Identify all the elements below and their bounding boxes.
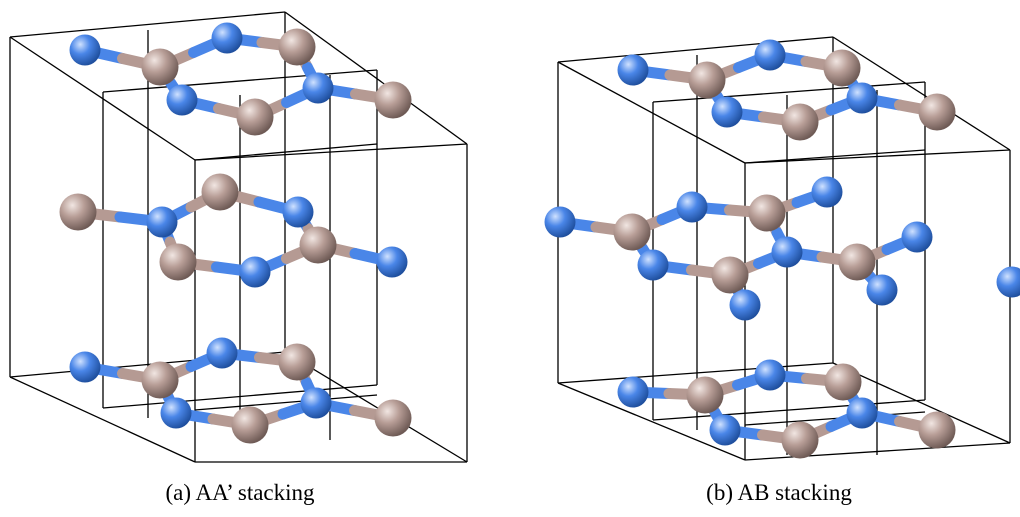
boron-atom [838, 243, 876, 281]
hbn-layer [544, 176, 1020, 321]
boron-atom [688, 61, 726, 99]
hbn-layer [617, 39, 956, 141]
cell-edge [194, 394, 378, 411]
cell-edge [744, 411, 926, 426]
nitrogen-atom [676, 191, 708, 223]
boron-atom [748, 194, 786, 232]
boron-atom [374, 399, 412, 437]
boron-atom [278, 343, 316, 381]
nitrogen-atom [376, 246, 408, 278]
boron-atom [781, 421, 819, 459]
boron-atom [231, 406, 269, 444]
nitrogen-atom [846, 82, 878, 114]
cell-edge [557, 36, 834, 63]
nitrogen-atom [866, 274, 898, 306]
cell-edge [194, 143, 378, 161]
nitrogen-atom [711, 96, 743, 128]
hbn-layer [59, 173, 408, 288]
cell-edge [557, 61, 746, 164]
nitrogen-atom [544, 206, 576, 238]
boron-atom [299, 226, 337, 264]
nitrogen-atom [166, 84, 198, 116]
boron-atom [159, 243, 197, 281]
nitrogen-atom [811, 176, 843, 208]
nitrogen-atom [302, 72, 334, 104]
nitrogen-atom [69, 351, 101, 383]
cell-edge [652, 399, 926, 421]
boron-atom [236, 98, 274, 136]
cell-edge [744, 149, 926, 164]
boron-atom [824, 363, 862, 401]
boron-atom [141, 361, 179, 399]
boron-atom [374, 81, 412, 119]
nitrogen-atom [754, 39, 786, 71]
caption-ab: (b) AB stacking [706, 480, 852, 505]
nitrogen-atom [300, 387, 332, 419]
nitrogen-atom [69, 34, 101, 66]
boron-atom [711, 256, 749, 294]
nitrogen-atom [617, 376, 649, 408]
nitrogen-atom [211, 22, 243, 54]
hbn-layer [69, 337, 412, 444]
nitrogen-atom [617, 54, 649, 86]
boron-atom [278, 28, 316, 66]
boron-atom [781, 103, 819, 141]
nitrogen-atom [901, 221, 933, 253]
boron-atom [201, 173, 239, 211]
hbn-layer [69, 22, 412, 136]
hbn-layer [617, 359, 956, 459]
nitrogen-atom [160, 397, 192, 429]
boron-atom [613, 213, 651, 251]
panel-ab-stacking [544, 36, 1020, 461]
nitrogen-atom [206, 337, 238, 369]
cell-edge [832, 36, 1011, 151]
nitrogen-atom [729, 289, 761, 321]
nitrogen-atom [754, 359, 786, 391]
boron-atom [686, 376, 724, 414]
nitrogen-atom [146, 206, 178, 238]
cell-edge [9, 11, 286, 38]
nitrogen-atom [709, 414, 741, 446]
nitrogen-atom [771, 236, 803, 268]
boron-atom [823, 49, 861, 87]
cell-edge [557, 382, 746, 461]
caption-aa-prime: (a) AA’ stacking [165, 480, 315, 505]
cell-edge [284, 11, 468, 145]
boron-atom [918, 93, 956, 131]
boron-atom [918, 411, 956, 449]
nitrogen-atom [846, 397, 878, 429]
cell-edge [194, 143, 468, 161]
cell-edge [102, 69, 378, 93]
cell-edge [652, 81, 926, 103]
unit-cell-frame [9, 11, 468, 463]
nitrogen-atom [996, 266, 1020, 298]
cell-edge [284, 351, 468, 463]
boron-atom [59, 193, 97, 231]
nitrogen-atom [637, 249, 669, 281]
nitrogen-atom [239, 256, 271, 288]
cell-edge [9, 376, 196, 463]
cell-edge [832, 362, 1011, 444]
panel-aa-prime-stacking [9, 11, 468, 463]
nitrogen-atom [282, 196, 314, 228]
boron-atom [141, 48, 179, 86]
